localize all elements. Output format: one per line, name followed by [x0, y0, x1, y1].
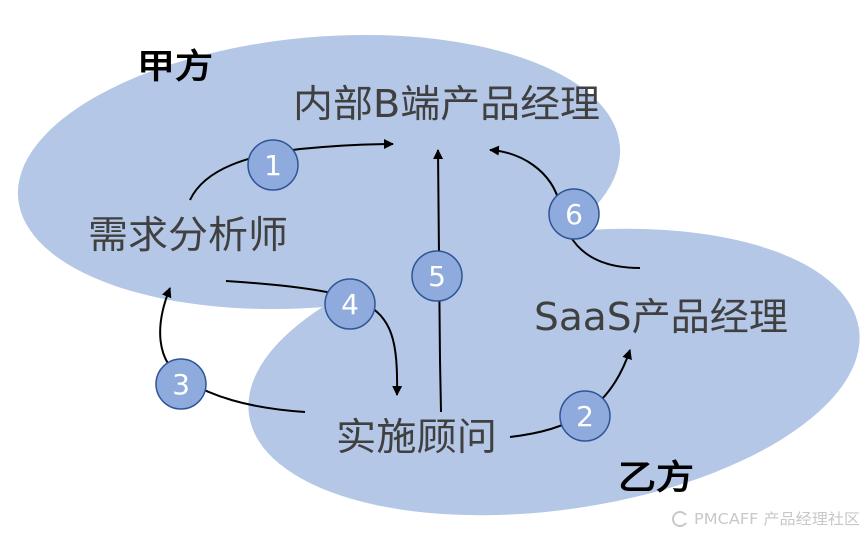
step-label: 2 — [576, 400, 594, 433]
pmcaff-logo-icon — [672, 511, 690, 527]
step-label: 6 — [565, 198, 583, 231]
vendor-ellipse — [248, 228, 860, 516]
client-ellipse — [17, 34, 621, 310]
step-label: 4 — [341, 288, 359, 321]
watermark-text: PMCAFF 产品经理社区 — [694, 510, 860, 528]
client-party-label: 甲方 — [137, 47, 213, 87]
vendor-party-label: 乙方 — [618, 458, 694, 498]
step-label: 3 — [172, 368, 190, 401]
step-badge-4: 4 — [324, 278, 376, 330]
step-label: 5 — [428, 260, 446, 293]
analyst-label: 需求分析师 — [88, 213, 288, 257]
step-badge-2: 2 — [559, 390, 611, 442]
step-badge-6: 6 — [548, 188, 600, 240]
internal-b-pm-label: 内部B端产品经理 — [293, 82, 600, 126]
watermark: PMCAFF 产品经理社区 — [672, 510, 860, 528]
step-label: 1 — [264, 149, 282, 182]
arrow-analyst-to-internal-pm — [189, 139, 394, 201]
consultant-label: 实施顾问 — [336, 415, 497, 459]
saas-pm-label: SaaS产品经理 — [534, 295, 788, 339]
step-badge-1: 1 — [247, 139, 299, 191]
arrow-consultant-to-internal-pm — [433, 149, 444, 413]
step-badge-3: 3 — [155, 358, 207, 410]
step-badge-5: 5 — [411, 250, 463, 302]
